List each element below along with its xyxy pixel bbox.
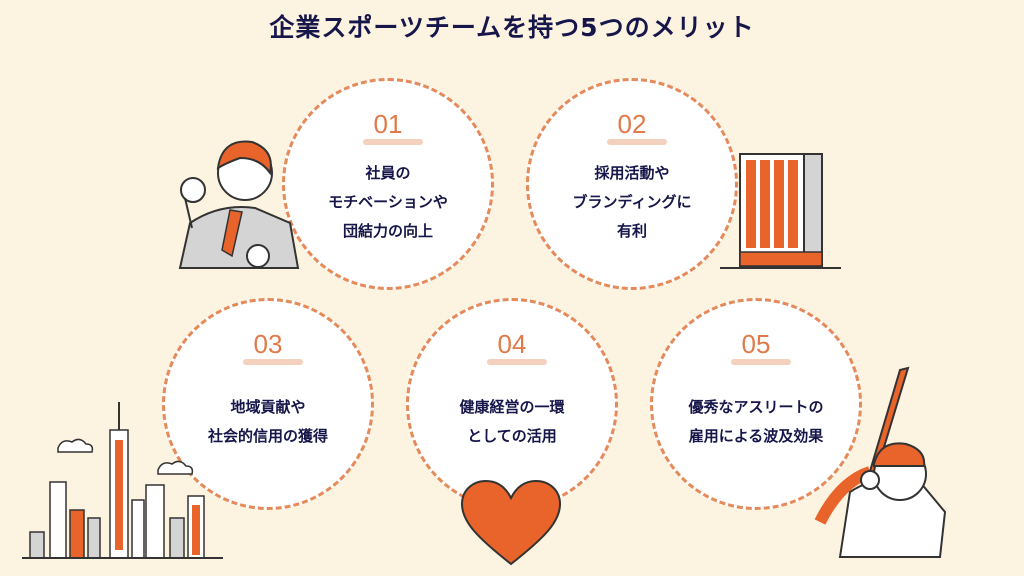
merit-text: 社員の (365, 164, 411, 182)
merit-text: 団結力の向上 (342, 222, 433, 240)
merit-text: モチベーションや (328, 193, 448, 211)
merit-number: 03 (253, 329, 283, 359)
merit-circle-02: 02 採用活動や ブランディングに 有利 (526, 78, 738, 290)
merit-text: 地域貢献や (230, 398, 306, 416)
city-skyline-illustration (22, 402, 223, 559)
merit-circle-03: 03 地域貢献や 社会的信用の獲得 (162, 298, 374, 510)
merit-circle-01: 01 社員の モチベーションや 団結力の向上 (282, 78, 494, 290)
office-building-illustration (720, 153, 841, 269)
merit-text: 雇用による波及効果 (688, 427, 824, 445)
heart-icon (460, 479, 562, 566)
merit-text: 健康経営の一環 (459, 398, 565, 416)
merit-text: 採用活動や (594, 164, 670, 182)
merit-text: 社会的信用の獲得 (207, 427, 328, 445)
merit-circle-04: 04 健康経営の一環 としての活用 (406, 298, 618, 510)
merit-text: 優秀なアスリートの (688, 398, 824, 416)
baseball-player-illustration (814, 366, 947, 558)
merit-text: 有利 (616, 222, 647, 240)
merit-number: 04 (497, 329, 527, 359)
merit-text: ブランディングに (572, 193, 692, 211)
merit-text: としての活用 (467, 427, 557, 445)
page-title: 企業スポーツチームを持つ5つのメリット (269, 13, 755, 42)
merit-number: 02 (617, 109, 647, 139)
merit-number: 01 (373, 109, 403, 139)
businessman-illustration (178, 140, 300, 269)
merit-number: 05 (741, 329, 771, 359)
merit-circle-05: 05 優秀なアスリートの 雇用による波及効果 (650, 298, 862, 510)
